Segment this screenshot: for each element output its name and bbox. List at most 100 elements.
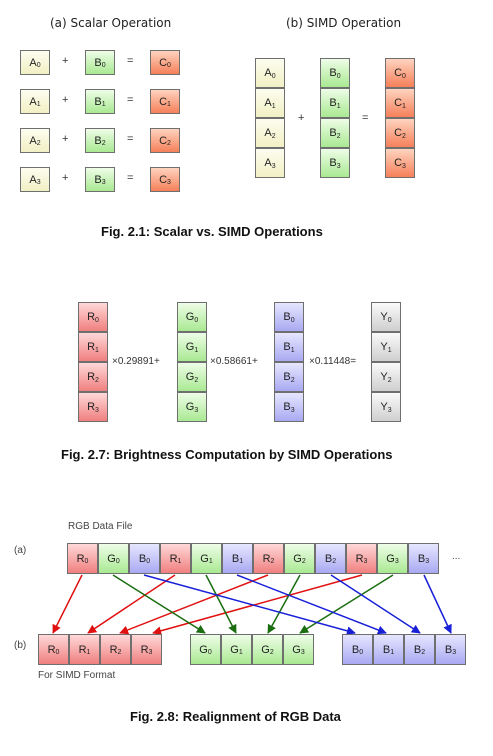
simd-operation-title: (b) SIMD Operation [286,16,402,30]
arrow-r0 [52,574,83,634]
scalar-operation-title: (a) Scalar Operation [50,16,172,30]
red-coefficient: ×0.29891+ [112,356,160,367]
figure-caption: Fig. 2.1: Scalar vs. SIMD Operations [101,224,323,239]
equals-sign: = [127,94,134,106]
equals-sign: = [362,112,369,124]
plus-sign: + [62,55,69,67]
arrow-g2 [267,574,301,634]
arrow-g0 [112,574,206,634]
arrow-r1 [87,574,176,634]
arrow-g1 [205,574,237,634]
arrow-b1 [236,574,387,635]
plus-sign: + [62,133,69,145]
arrow-r2 [119,574,269,635]
equals-sign: = [127,55,134,67]
arrow-b0 [143,574,356,636]
ellipsis-label: ... [452,551,461,562]
row-a-label: (a) [14,545,27,556]
plus-sign: + [298,112,305,124]
green-coefficient: ×0.58661+ [210,356,258,367]
rgb-data-file-label: RGB Data File [68,521,133,532]
arrow-g3 [299,574,394,634]
row-b-label: (b) [14,640,27,651]
arrow-b3 [423,574,452,634]
plus-sign: + [62,94,69,106]
simd-format-label: For SIMD Format [38,670,116,681]
plus-sign: + [62,172,69,184]
equals-sign: = [127,133,134,145]
figure-caption: Fig. 2.8: Realignment of RGB Data [130,709,341,724]
arrow-b2 [330,574,421,634]
figure-caption: Fig. 2.7: Brightness Computation by SIMD… [61,447,393,462]
arrow-r3 [152,574,363,636]
blue-coefficient: ×0.11448= [309,356,357,367]
equals-sign: = [127,172,134,184]
